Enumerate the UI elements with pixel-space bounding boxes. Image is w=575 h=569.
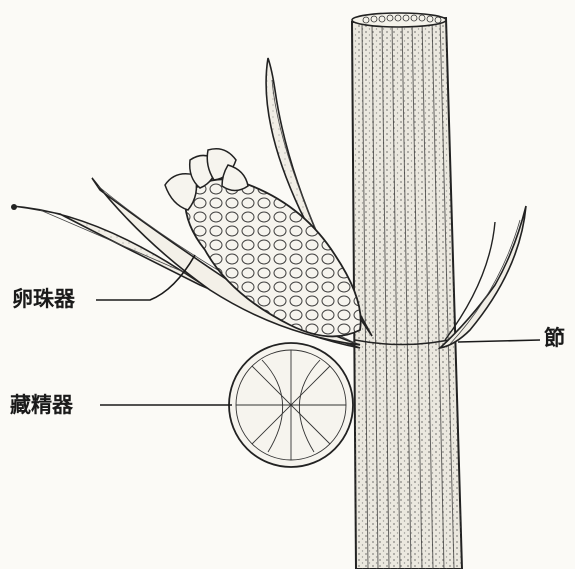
antheridium — [229, 343, 353, 467]
label-antheridium: 藏精器 — [10, 394, 73, 415]
leader-node — [458, 340, 540, 342]
label-oogonium: 卵珠器 — [12, 288, 75, 309]
label-node: 節 — [544, 327, 565, 348]
oogonium — [165, 149, 361, 337]
stem — [352, 13, 462, 569]
